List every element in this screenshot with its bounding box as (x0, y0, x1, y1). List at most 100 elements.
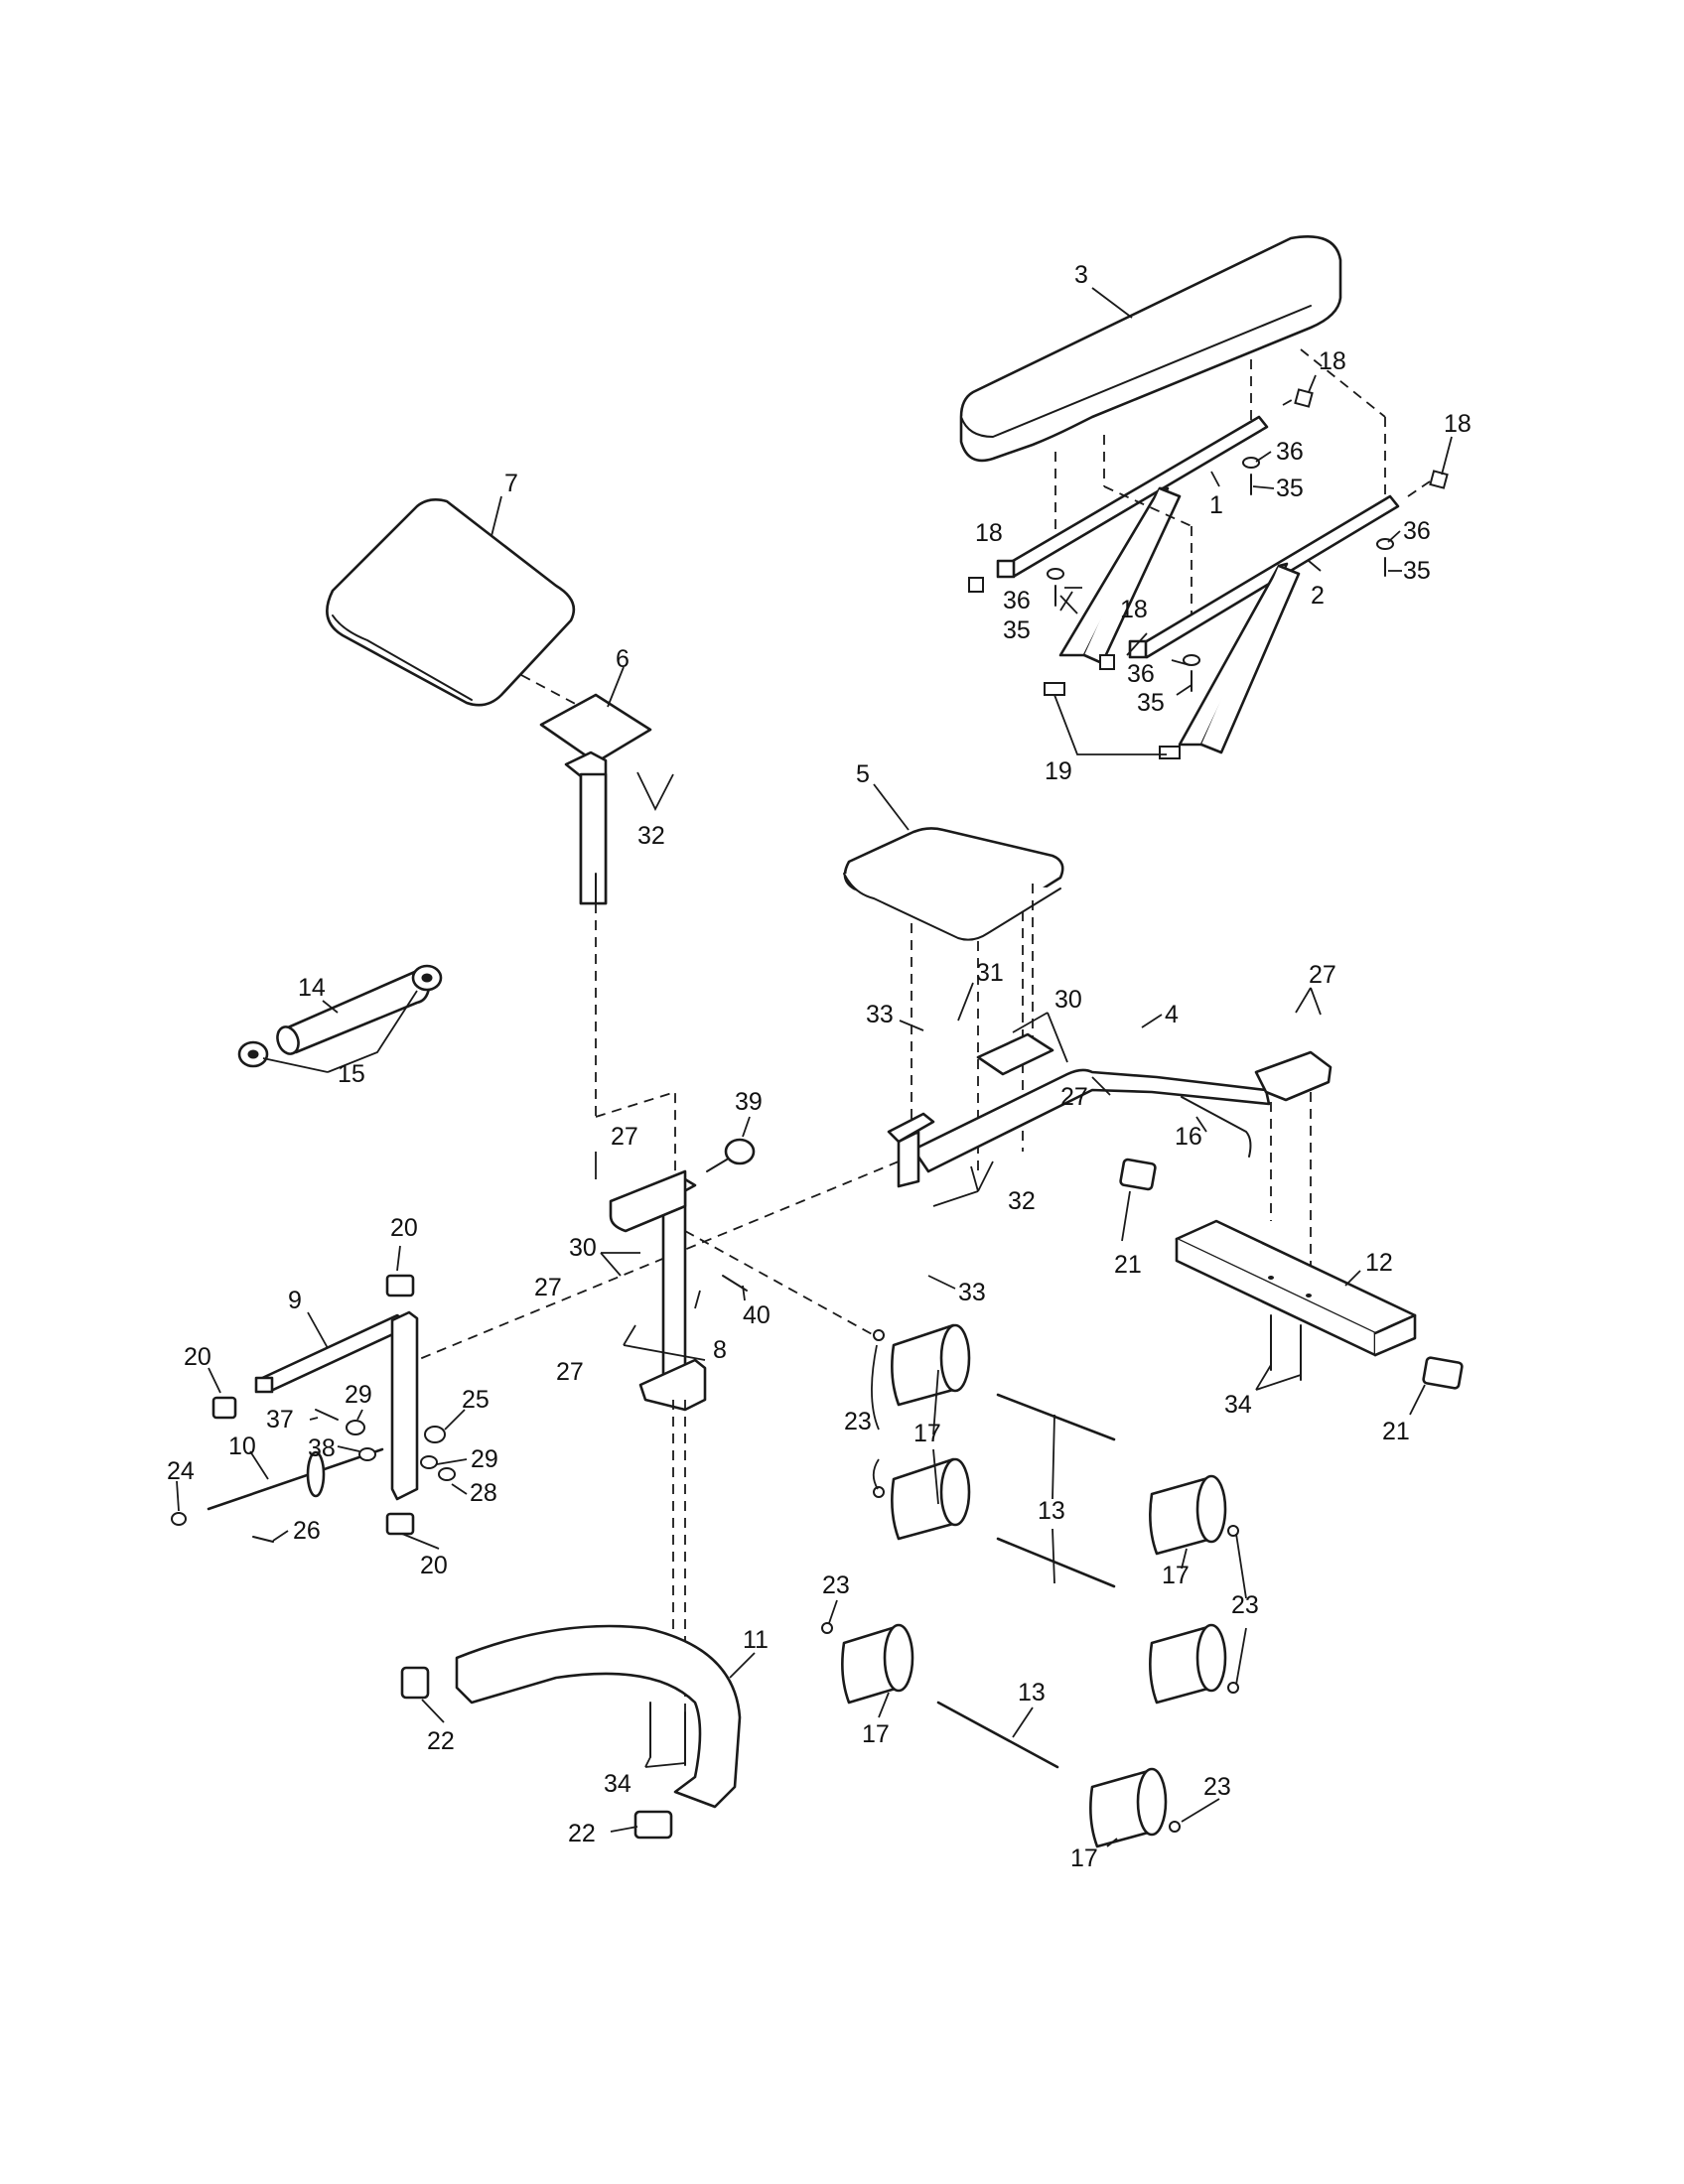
callout-30-b: 30 (569, 1234, 597, 1262)
callout-21-a: 21 (1114, 1251, 1142, 1279)
callout-26: 26 (293, 1517, 321, 1545)
callout-16: 16 (1175, 1123, 1202, 1151)
seat-dash-lines (1054, 348, 1431, 615)
part-6-arm-post (539, 693, 652, 905)
part-4-main-frame (887, 1032, 1333, 1188)
callout-1: 1 (1209, 491, 1223, 519)
callout-15: 15 (338, 1060, 365, 1088)
callout-31: 31 (976, 959, 1004, 987)
part-22-caps (400, 1666, 673, 1840)
part-34-bolts-front (1270, 1314, 1302, 1381)
leader-lines (176, 287, 1453, 1847)
callout-11: 11 (743, 1626, 769, 1654)
part-9-bracket (254, 1310, 419, 1501)
callout-33-a: 33 (866, 1001, 894, 1028)
part-10-axle (171, 1447, 384, 1526)
callout-20-b: 20 (184, 1343, 211, 1371)
callout-4: 4 (1165, 1001, 1179, 1028)
callout-9: 9 (288, 1287, 302, 1314)
callout-23-b: 23 (1231, 1591, 1259, 1619)
callout-34-b: 34 (604, 1770, 632, 1798)
callout-30-a: 30 (1054, 986, 1082, 1014)
bracket-small-hardware (252, 1409, 456, 1543)
callout-38: 38 (308, 1434, 336, 1462)
callout-35-d: 35 (1137, 689, 1165, 717)
callout-18-a: 18 (1319, 347, 1346, 375)
callout-36-c: 36 (1003, 587, 1031, 614)
callout-18-d: 18 (1120, 596, 1148, 623)
callout-23-c: 23 (822, 1571, 850, 1599)
callout-13-b: 13 (1018, 1679, 1046, 1706)
roller-set-upper (891, 1323, 1227, 1705)
callout-27-c: 27 (611, 1123, 638, 1151)
part-20-caps (211, 1274, 415, 1536)
callout-2: 2 (1311, 582, 1325, 610)
callout-36-d: 36 (1127, 660, 1155, 688)
part-14-roller-pad (237, 964, 443, 1068)
callout-17-c: 17 (862, 1720, 890, 1748)
part-7-arm-pad (326, 498, 576, 707)
part-1-seat-rail (996, 415, 1269, 665)
callout-40: 40 (743, 1301, 771, 1329)
callout-20-c: 20 (420, 1552, 448, 1579)
callout-39: 39 (735, 1088, 763, 1116)
callout-17-b: 17 (1162, 1562, 1190, 1589)
callout-25: 25 (462, 1386, 490, 1414)
part-3-seat-pad (959, 235, 1342, 463)
callout-18-b: 18 (1444, 410, 1472, 438)
part-16-pin (1181, 1096, 1252, 1158)
callout-20-a: 20 (390, 1214, 418, 1242)
part-8-upright (609, 1169, 707, 1412)
callout-24: 24 (167, 1457, 195, 1485)
part-5-seat-cushion (843, 827, 1064, 941)
callout-22-b: 22 (568, 1820, 596, 1847)
frame-dash (416, 1160, 900, 1361)
callout-14: 14 (298, 974, 326, 1002)
callout-17-d: 17 (1070, 1844, 1098, 1872)
callout-35-a: 35 (1276, 475, 1304, 502)
callout-32-a: 32 (637, 822, 665, 850)
callout-27-b: 27 (1060, 1083, 1088, 1111)
part-11-base (455, 1624, 742, 1809)
part-23-caps (821, 1329, 1239, 1833)
callout-12: 12 (1365, 1249, 1393, 1277)
callout-23-d: 23 (1203, 1773, 1231, 1801)
callout-27-e: 27 (556, 1358, 584, 1386)
callout-32-b: 32 (1008, 1187, 1036, 1215)
roller-dash (684, 1230, 875, 1336)
callout-29-b: 29 (471, 1445, 498, 1473)
part-34-bolts-base (649, 1702, 686, 1766)
part-21-end-caps (1119, 1158, 1464, 1390)
callout-17-a: 17 (913, 1420, 941, 1447)
callout-labels: 3 18 18 36 35 1 36 35 2 18 36 35 18 36 3… (167, 261, 1472, 1872)
callout-37: 37 (266, 1406, 294, 1433)
callout-10: 10 (228, 1433, 256, 1460)
part-2-seat-rail (1128, 494, 1400, 754)
callout-7: 7 (504, 470, 518, 497)
callout-27-d: 27 (534, 1274, 562, 1301)
arm-post-dash-2 (595, 1090, 676, 1171)
callout-13-a: 13 (1038, 1497, 1065, 1525)
callout-28: 28 (470, 1479, 497, 1507)
callout-35-c: 35 (1003, 616, 1031, 644)
callout-29-a: 29 (345, 1381, 372, 1409)
roller-set-lower (841, 1623, 1168, 1848)
callout-5: 5 (856, 760, 870, 788)
callout-19: 19 (1045, 757, 1072, 785)
callout-36-a: 36 (1276, 438, 1304, 466)
callout-18-c: 18 (975, 519, 1003, 547)
part-39-knob (706, 1138, 756, 1172)
callout-3: 3 (1074, 261, 1088, 289)
seat-hardware (968, 388, 1449, 759)
callout-22-a: 22 (427, 1727, 455, 1755)
callout-36-b: 36 (1403, 517, 1431, 545)
callout-23-a: 23 (844, 1408, 872, 1435)
callout-34-a: 34 (1224, 1391, 1252, 1419)
callout-21-b: 21 (1382, 1418, 1410, 1445)
callout-6: 6 (616, 645, 630, 673)
callout-33-b: 33 (958, 1279, 986, 1306)
callout-8: 8 (713, 1336, 727, 1364)
callout-27-a: 27 (1309, 961, 1336, 989)
